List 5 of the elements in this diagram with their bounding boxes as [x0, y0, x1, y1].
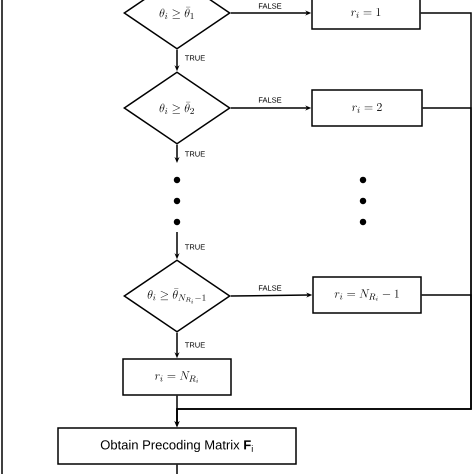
process-box: $r_i = N_{R_i} - 1$ — [312, 276, 422, 314]
process-box: Obtain Precoding Matrix F$_{i}$ — [57, 427, 297, 465]
process-box: $r_i = 1$ — [311, 0, 421, 30]
process-box: $r_i = N_{R_i}$ — [122, 358, 232, 396]
process-box: $r_i = 2$ — [311, 89, 423, 127]
